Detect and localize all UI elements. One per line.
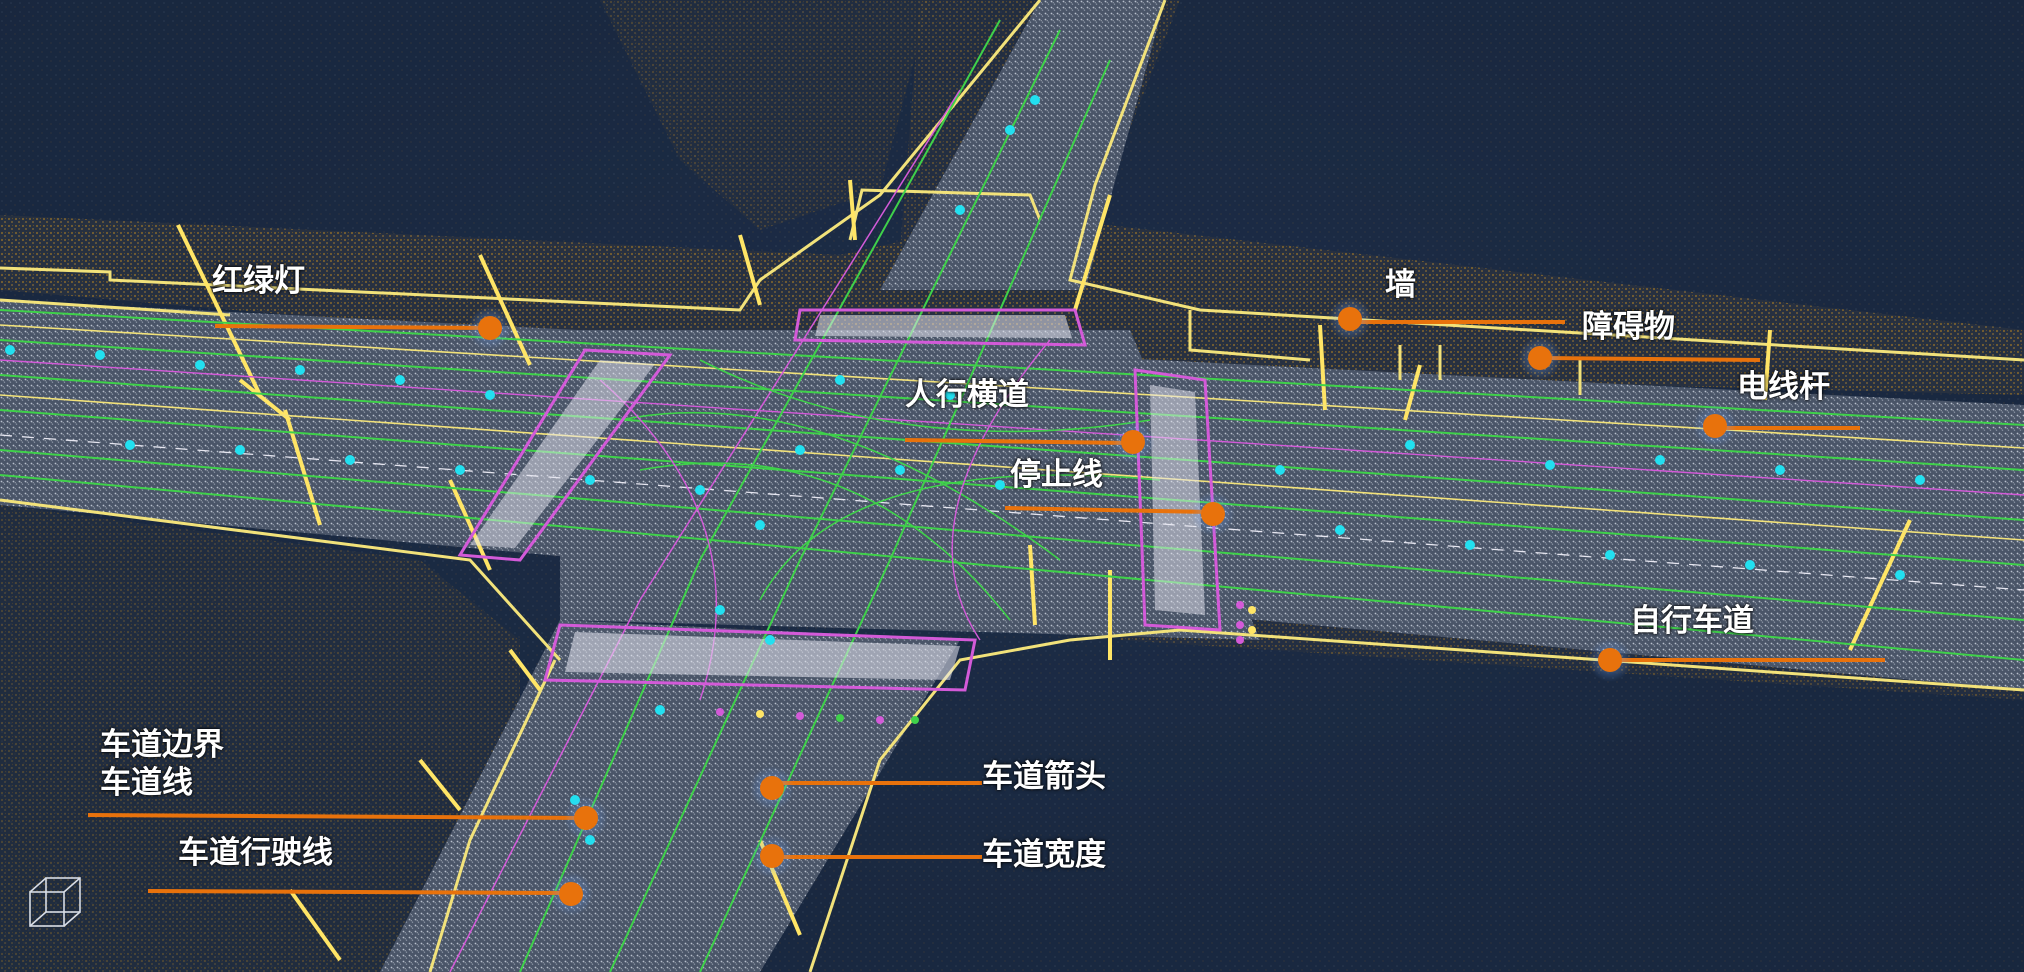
label-utility-pole: 电线杆: [1737, 369, 1830, 405]
label-bike-lane: 自行车道: [1630, 603, 1754, 639]
label-traffic-light: 红绿灯: [212, 263, 305, 299]
label-lane-boundary-line1: 车道边界: [100, 727, 224, 763]
bike-lane-node: [1588, 638, 1632, 682]
label-crosswalk: 人行横道: [905, 377, 1029, 413]
traffic-light-node: [468, 306, 512, 350]
label-lane-boundary: 车道边界 车道线: [100, 726, 224, 802]
annotation-nodes: [468, 297, 1737, 916]
lane-arrow-node: [750, 766, 794, 810]
label-obstacle: 障碍物: [1582, 309, 1675, 345]
label-lane-arrow: 车道箭头: [982, 759, 1106, 795]
lane-lines: [0, 19, 2024, 972]
lane-markers: [5, 95, 1925, 845]
label-wall: 墙: [1385, 267, 1416, 303]
label-lane-boundary-line2: 车道线: [100, 765, 193, 801]
lane-boundary-node: [564, 796, 608, 840]
stop-line-node: [1191, 492, 1235, 536]
label-stop-line: 停止线: [1010, 457, 1103, 493]
annotation-leaders: [87, 320, 1885, 895]
label-lane-width: 车道宽度: [982, 837, 1106, 873]
stop-line-points: [716, 601, 1256, 724]
view-cube-icon[interactable]: [24, 872, 86, 934]
crosswalk-node: [1111, 420, 1155, 464]
obstacle-node: [1518, 336, 1562, 380]
lane-width-node: [750, 834, 794, 878]
label-lane-driving-line: 车道行驶线: [178, 835, 333, 871]
lane-driving-line-node: [549, 872, 593, 916]
crosswalks: [457, 308, 1222, 692]
wall-node: [1328, 297, 1372, 341]
utility-pole-node: [1693, 404, 1737, 448]
